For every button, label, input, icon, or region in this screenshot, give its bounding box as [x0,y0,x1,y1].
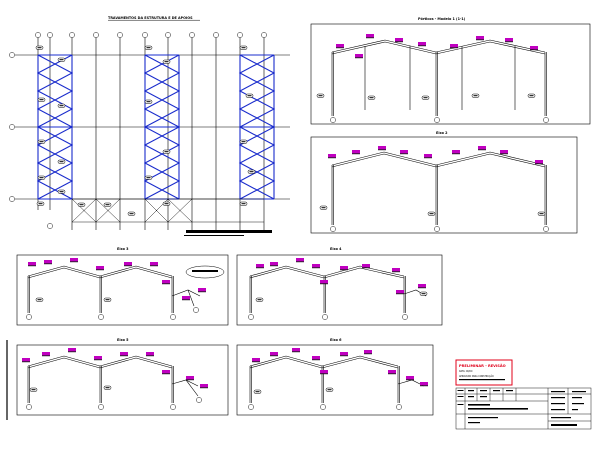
elevation-frame-2: Eixo 2 [310,131,578,234]
elevation-frame-4: Eixo 4 [236,247,443,326]
frame-5-title: Eixo 5 [117,338,129,342]
stamp-line-2: APROVADO PARA CONSTRUÇÃO [459,375,494,378]
plan-view: TRAVAMENTOS DA ESTRUTURA E DE APOIOS [9,16,290,236]
frame-6-title: Eixo 6 [330,338,342,342]
title-block [455,387,592,430]
elevation-frame-1: Pórticos - Modelo 1 (1-1) [310,17,591,125]
title-block-text-bars [457,390,586,426]
frame-4-title: Eixo 4 [330,247,342,251]
frame-1-title: Pórticos - Modelo 1 (1-1) [418,17,466,21]
plan-title: TRAVAMENTOS DA ESTRUTURA E DE APOIOS [108,16,193,20]
stamp-title: PRELIMINAR - REVISÃO [459,363,506,368]
elevation-frame-3: Eixo 3 [16,247,229,326]
stamp-line-1: DATA: 00/00 [459,370,473,373]
lower-bracing [71,198,264,223]
plan-note-bar [186,230,272,233]
bracing-lines [36,54,275,200]
frame-3-title: Eixo 3 [117,247,129,251]
elevation-frame-5: Eixo 5 [16,338,229,416]
revision-stamp: PRELIMINAR - REVISÃO DATA: 00/00 APROVAD… [455,359,513,386]
frame-2-title: Eixo 2 [436,131,448,135]
column-grid-bubbles [35,32,267,38]
elevation-frame-6: Eixo 6 [236,338,434,416]
row-grid-bubbles [9,52,15,202]
